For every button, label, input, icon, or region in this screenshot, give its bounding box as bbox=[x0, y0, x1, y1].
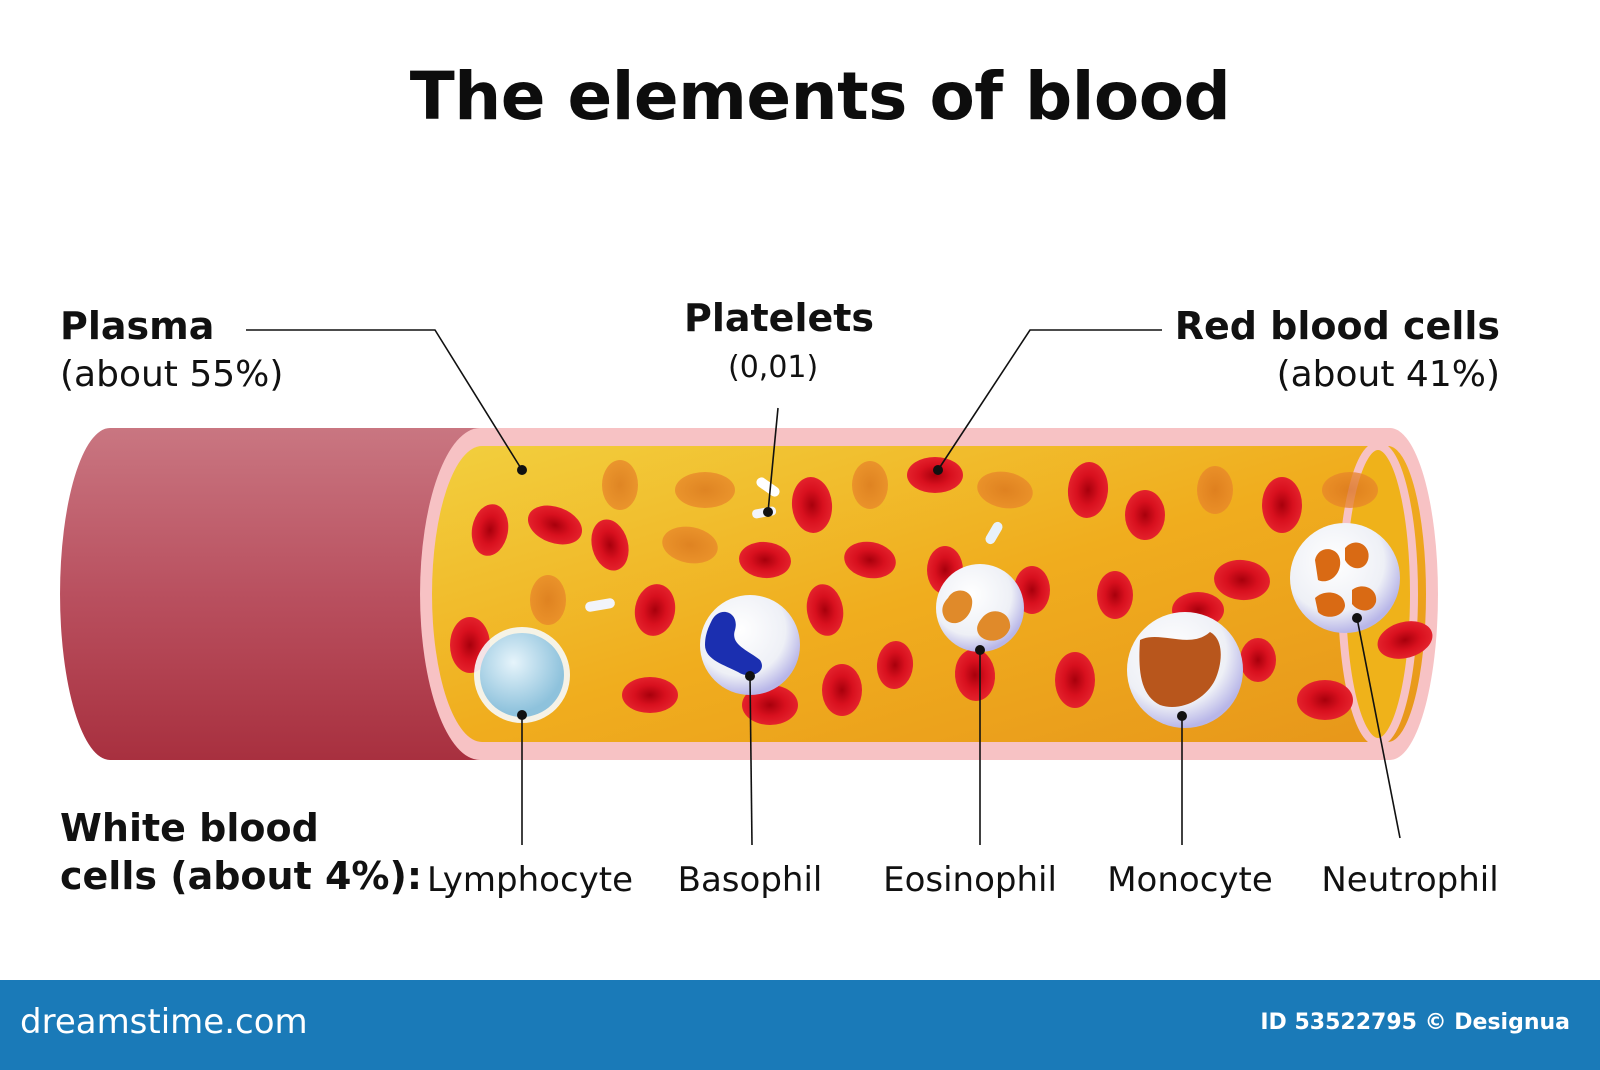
red-blood-cell bbox=[1067, 462, 1109, 518]
red-blood-cell bbox=[954, 649, 996, 701]
neutrophil-cell bbox=[1290, 523, 1400, 633]
red-blood-cell bbox=[1214, 559, 1270, 601]
red-blood-cell bbox=[1125, 490, 1165, 540]
red-blood-cell bbox=[471, 504, 509, 556]
basophil-cell bbox=[700, 595, 800, 695]
red-blood-cell bbox=[634, 584, 676, 636]
red-blood-cell bbox=[1377, 621, 1433, 659]
red-blood-cell bbox=[1240, 638, 1276, 682]
red-blood-cell bbox=[806, 584, 844, 636]
red-blood-cell bbox=[1262, 477, 1302, 533]
platelet-group bbox=[585, 477, 1003, 612]
eosinophil-label: Eosinophil bbox=[883, 860, 1057, 900]
rbc-leader bbox=[937, 329, 1162, 471]
red-blood-cell bbox=[1322, 472, 1378, 508]
red-blood-cell bbox=[1097, 571, 1133, 619]
monocyte-cell bbox=[1127, 612, 1243, 728]
red-blood-cells bbox=[450, 457, 1433, 725]
platelets-label: Platelets bbox=[684, 296, 875, 340]
red-blood-cell bbox=[675, 472, 735, 508]
monocyte-label: Monocyte bbox=[1107, 860, 1273, 900]
red-blood-cell bbox=[876, 641, 914, 689]
red-blood-cell bbox=[822, 664, 862, 716]
footer-bar: dreamstime.com ID 53522795 © Designua bbox=[0, 980, 1600, 1070]
plasma-share: (about 55%) bbox=[60, 354, 284, 395]
rbc-share: (about 41%) bbox=[1276, 354, 1500, 395]
red-blood-cell bbox=[527, 505, 583, 545]
platelets-share: (0,01) bbox=[728, 350, 819, 385]
diagram-title: The elements of blood bbox=[409, 58, 1231, 135]
red-blood-cell bbox=[852, 461, 888, 509]
wbc-label-line1: White blood bbox=[60, 806, 319, 850]
red-blood-cell bbox=[602, 460, 638, 510]
red-blood-cell bbox=[1055, 652, 1095, 708]
red-blood-cell bbox=[907, 457, 963, 493]
rbc-label: Red blood cells bbox=[1174, 304, 1500, 348]
red-blood-cell bbox=[591, 519, 629, 571]
plasma-leader bbox=[246, 329, 523, 471]
wbc-label-line2: cells (about 4%): bbox=[60, 854, 423, 898]
red-blood-cell bbox=[791, 477, 833, 533]
lymphocyte-label: Lymphocyte bbox=[426, 860, 634, 900]
basophil-label: Basophil bbox=[677, 860, 823, 900]
red-blood-cell bbox=[739, 541, 791, 579]
footer-image-id: ID 53522795 © Designua bbox=[1260, 1010, 1570, 1035]
leader-lines bbox=[246, 329, 1401, 846]
red-blood-cell bbox=[977, 471, 1033, 509]
red-blood-cell bbox=[844, 541, 896, 579]
neutrophil-label: Neutrophil bbox=[1321, 860, 1499, 900]
lymphocyte-cell bbox=[474, 627, 570, 723]
red-blood-cell bbox=[662, 526, 718, 564]
red-blood-cell bbox=[1297, 680, 1353, 720]
plasma-label: Plasma bbox=[60, 304, 215, 348]
leader-dots bbox=[517, 465, 1362, 721]
red-blood-cell bbox=[742, 685, 798, 725]
neutrophil-leader bbox=[1356, 617, 1401, 839]
basophil-leader bbox=[749, 675, 753, 846]
red-blood-cell bbox=[1197, 466, 1233, 514]
eosinophil-cell bbox=[936, 564, 1024, 652]
platelets-leader bbox=[767, 407, 779, 513]
red-blood-cell bbox=[530, 575, 566, 625]
red-blood-cell bbox=[622, 677, 678, 713]
vessel-outer bbox=[60, 428, 481, 760]
footer-brand[interactable]: dreamstime.com bbox=[20, 1002, 308, 1042]
